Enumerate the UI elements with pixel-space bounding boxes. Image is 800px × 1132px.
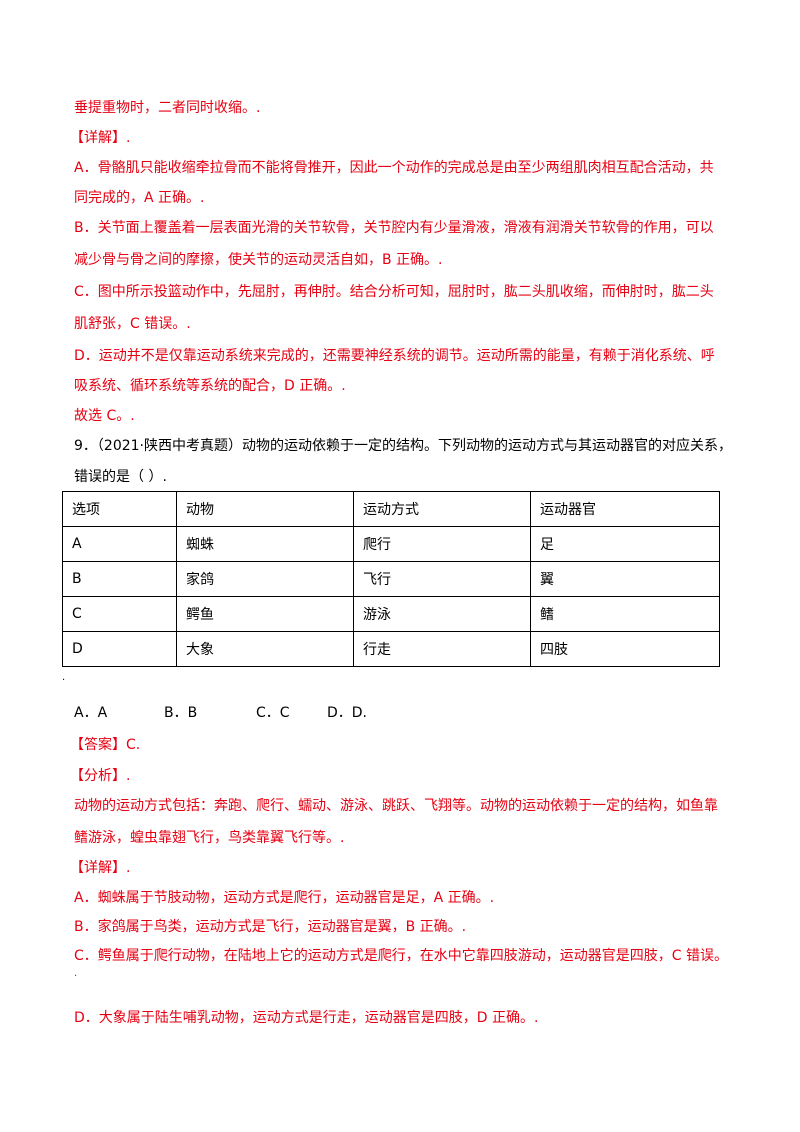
- table-cell: 四肢: [530, 631, 720, 667]
- table-cell: 爬行: [353, 526, 531, 562]
- header-cell: 动物: [176, 491, 354, 527]
- text-line: 垂提重物时，二者同时收缩。.: [74, 100, 261, 116]
- choice-a: A．A: [74, 705, 108, 721]
- table-row: C 鳄鱼 游泳 鳍: [62, 596, 720, 632]
- choice-b: B．B: [164, 705, 198, 721]
- text-line: A．骨骼肌只能收缩牵拉骨而不能将骨推开，因此一个动作的完成总是由至少两组肌肉相互…: [74, 160, 714, 176]
- question-stem: 9．（2021·陕西中考真题）动物的运动依赖于一定的结构。下列动物的运动方式与其…: [74, 438, 732, 454]
- choice-d: D．D.: [327, 705, 368, 721]
- text-line: 动物的运动方式包括：奔跑、爬行、蠕动、游泳、跳跃、飞翔等。动物的运动依赖于一定的…: [74, 798, 718, 814]
- header-cell: 选项: [62, 491, 177, 527]
- table-row: D 大象 行走 四肢: [62, 631, 720, 667]
- table-cell: 鳄鱼: [176, 596, 354, 632]
- text-line: 吸系统、循环系统等系统的配合，D 正确。.: [74, 378, 346, 394]
- options-table: 选项 动物 运动方式 运动器官 A 蜘蛛 爬行 足 B 家鸽 飞行 翼 C 鳄鱼…: [62, 491, 720, 667]
- table-row: A 蜘蛛 爬行 足: [62, 526, 720, 562]
- text-line: A．蜘蛛属于节肢动物，运动方式是爬行，运动器官是足，A 正确。.: [74, 890, 495, 906]
- text-line: B．家鸽属于鸟类，运动方式是飞行，运动器官是翼，B 正确。.: [74, 919, 467, 935]
- text-line: C．鳄鱼属于爬行动物，在陆地上它的运动方式是爬行，在水中它靠四肢游动，运动器官是…: [74, 948, 728, 964]
- detail-heading: 【详解】.: [70, 130, 131, 146]
- text-line: 同完成的，A 正确。.: [74, 190, 205, 206]
- text-line: C．图中所示投篮动作中，先屈肘，再伸肘。结合分析可知，屈肘时，肱二头肌收缩，而伸…: [74, 284, 714, 300]
- table-cell: 游泳: [353, 596, 531, 632]
- question-stem: 错误的是（ ）.: [74, 469, 167, 485]
- table-trailing-dot: .: [62, 672, 66, 683]
- table-row: B 家鸽 飞行 翼: [62, 561, 720, 597]
- text-line: D．大象属于陆生哺乳动物，运动方式是行走，运动器官是四肢，D 正确。.: [74, 1010, 539, 1026]
- table-cell: 行走: [353, 631, 531, 667]
- text-line: 肌舒张，C 错误。.: [74, 316, 191, 332]
- table-cell: 大象: [176, 631, 354, 667]
- table-cell: B: [62, 561, 177, 597]
- table-cell: C: [62, 596, 177, 632]
- detail-heading: 【详解】.: [70, 860, 131, 876]
- answer-label: 【答案】C.: [70, 737, 141, 753]
- table-header-row: 选项 动物 运动方式 运动器官: [62, 491, 720, 527]
- text-line-dot: .: [74, 968, 78, 979]
- table-cell: 足: [530, 526, 720, 562]
- text-line: B．关节面上覆盖着一层表面光滑的关节软骨，关节腔内有少量滑液，滑液有润滑关节软骨…: [74, 220, 714, 236]
- table-cell: D: [62, 631, 177, 667]
- header-cell: 运动器官: [530, 491, 720, 527]
- header-cell: 运动方式: [353, 491, 531, 527]
- table-cell: 鳍: [530, 596, 720, 632]
- table-cell: 蜘蛛: [176, 526, 354, 562]
- text-line: 减少骨与骨之间的摩擦，使关节的运动灵活自如，B 正确。.: [74, 252, 443, 268]
- table-cell: 翼: [530, 561, 720, 597]
- text-line: 鳍游泳，蝗虫靠翅飞行，鸟类靠翼飞行等。.: [74, 830, 345, 846]
- table-cell: 飞行: [353, 561, 531, 597]
- table-cell: A: [62, 526, 177, 562]
- text-line: 故选 C。.: [74, 408, 135, 424]
- choice-c: C．C: [256, 705, 290, 721]
- table-cell: 家鸽: [176, 561, 354, 597]
- analysis-heading: 【分析】.: [70, 768, 131, 784]
- text-line: D．运动并不是仅靠运动系统来完成的，还需要神经系统的调节。运动所需的能量，有赖于…: [74, 348, 715, 364]
